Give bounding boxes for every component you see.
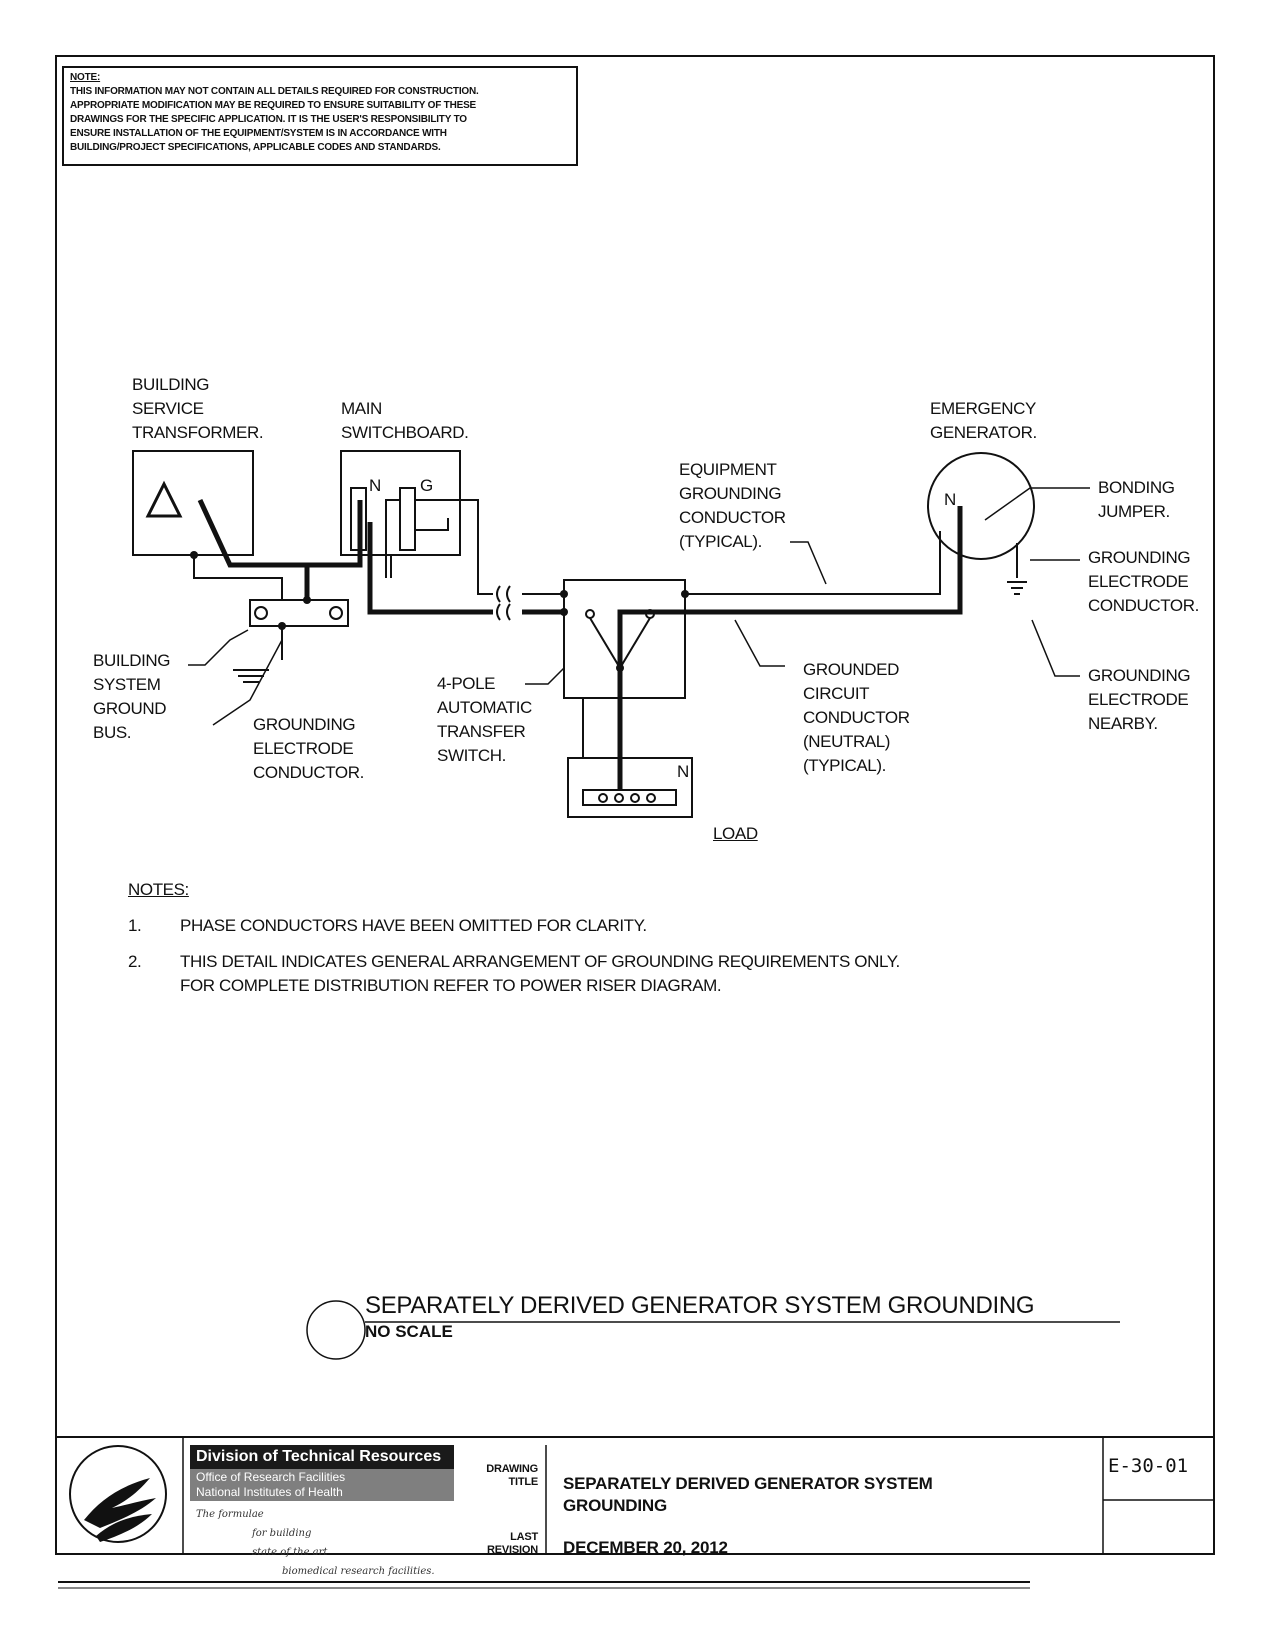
detail-scale: NO SCALE: [365, 1322, 453, 1341]
drawing-border: [55, 55, 1215, 1555]
load-n-label: N: [677, 762, 689, 781]
disclaimer-line: BUILDING/PROJECT SPECIFICATIONS, APPLICA…: [70, 142, 441, 153]
switchboard-g-label: G: [420, 476, 433, 495]
hhs-logo: [69, 1445, 167, 1543]
load-label: LOAD: [713, 824, 758, 843]
ats-box: [563, 579, 686, 699]
disclaimer-line: ENSURE INSTALLATION OF THE EQUIPMENT/SYS…: [70, 128, 447, 139]
disclaimer-line: DRAWINGS FOR THE SPECIFIC APPLICATION. I…: [70, 114, 467, 125]
notes-heading: NOTES:: [128, 880, 189, 899]
detail-title: SEPARATELY DERIVED GENERATOR SYSTEM GROU…: [365, 1292, 1035, 1319]
division-title: Division of Technical Resources: [190, 1445, 454, 1469]
note-item: 1. PHASE CONDUCTORS HAVE BEEN OMITTED FO…: [128, 916, 647, 935]
disclaimer-note: NOTE: THIS INFORMATION MAY NOT CONTAIN A…: [62, 66, 578, 166]
revision-date: DECEMBER 20, 2012: [563, 1538, 728, 1557]
note-item: 2. THIS DETAIL INDICATES GENERAL ARRANGE…: [128, 952, 900, 995]
formulae-tagline: The formulae for building state of the a…: [196, 1509, 435, 1577]
notes-block: NOTES: 1. PHASE CONDUCTORS HAVE BEEN OMI…: [128, 880, 900, 1010]
office-info: Office of Research Facilities National I…: [190, 1469, 454, 1501]
disclaimer-title: NOTE:: [70, 72, 101, 83]
ground-bus-bar: [249, 599, 349, 627]
generator-n-label: N: [944, 490, 956, 509]
disclaimer-line: APPROPRIATE MODIFICATION MAY BE REQUIRED…: [70, 100, 477, 111]
delta-symbol: [145, 480, 183, 518]
switchboard-box: [340, 450, 461, 556]
generator-circle: [927, 452, 1035, 560]
detail-bubble: [306, 1300, 366, 1360]
ground-bar: [399, 487, 416, 551]
load-box: [567, 757, 693, 818]
drawing-number: E-30-01: [1108, 1455, 1189, 1477]
switchboard-n-label: N: [369, 476, 381, 495]
disclaimer-line: THIS INFORMATION MAY NOT CONTAIN ALL DET…: [70, 86, 479, 97]
